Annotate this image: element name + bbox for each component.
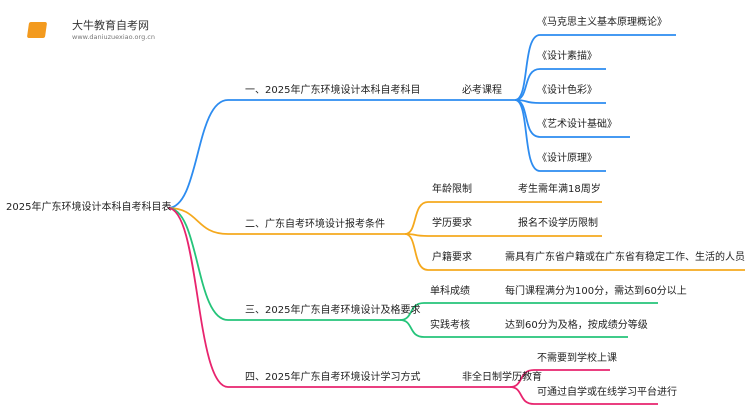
course-2: 《设计素描》 bbox=[537, 51, 597, 62]
branch-4-child: 非全日制学历教育 bbox=[462, 372, 542, 383]
course-5: 《设计原理》 bbox=[537, 153, 597, 164]
branch-4-lines bbox=[167, 207, 658, 405]
pass-val-1: 每门课程满分为100分，需达到60分以上 bbox=[505, 286, 687, 297]
cond-key-2: 学历要求 bbox=[432, 218, 472, 229]
branch-3-lines bbox=[167, 207, 658, 338]
branch-1-label: 一、2025年广东环境设计本科自考科目 bbox=[245, 85, 421, 96]
branch-3-label: 三、2025年广东自考环境设计及格要求 bbox=[245, 305, 421, 316]
logo: 大牛教育自考网 www.daniuzuexiao.org.cn bbox=[20, 14, 155, 46]
branch-1-lines bbox=[167, 34, 676, 209]
branch-2-lines bbox=[167, 201, 745, 271]
logo-url: www.daniuzuexiao.org.cn bbox=[72, 33, 155, 41]
pass-val-2: 达到60分为及格，按成绩分等级 bbox=[505, 320, 648, 331]
course-3: 《设计色彩》 bbox=[537, 85, 597, 96]
course-1: 《马克思主义基本原理概论》 bbox=[537, 17, 667, 28]
cond-val-1: 考生需年满18周岁 bbox=[518, 184, 601, 195]
pass-key-2: 实践考核 bbox=[430, 320, 470, 331]
root-topic: 2025年广东环境设计本科自考科目表 bbox=[6, 202, 172, 213]
study-2: 可通过自学或在线学习平台进行 bbox=[537, 387, 677, 398]
logo-name: 大牛教育自考网 bbox=[72, 19, 149, 32]
cond-val-3: 需具有广东省户籍或在广东省有稳定工作、生活的人员 bbox=[505, 252, 745, 263]
branch-4-label: 四、2025年广东自考环境设计学习方式 bbox=[245, 372, 421, 383]
branch-1-child: 必考课程 bbox=[462, 85, 502, 96]
cond-key-3: 户籍要求 bbox=[432, 252, 472, 263]
pass-key-1: 单科成绩 bbox=[430, 286, 470, 297]
course-4: 《艺术设计基础》 bbox=[537, 119, 617, 130]
cond-key-1: 年龄限制 bbox=[432, 184, 472, 195]
branch-2-label: 二、广东自考环境设计报考条件 bbox=[245, 219, 385, 230]
cond-val-2: 报名不设学历限制 bbox=[518, 218, 598, 229]
study-1: 不需要到学校上课 bbox=[537, 353, 617, 364]
